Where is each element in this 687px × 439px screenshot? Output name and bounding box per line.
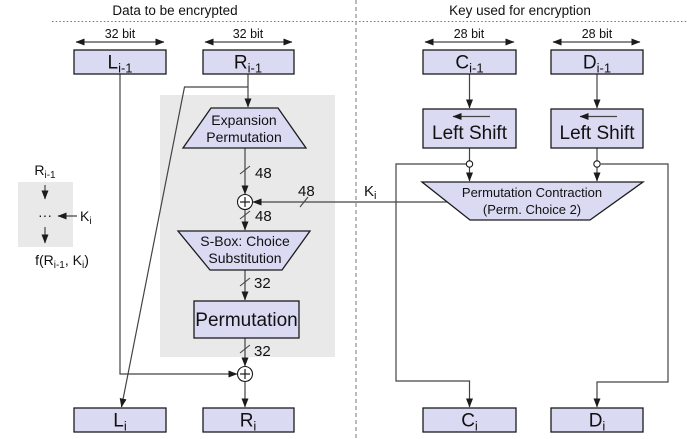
bus-slash-xor-out (239, 210, 251, 220)
permutation-contraction-block (420, 181, 646, 221)
header-right: Key used for encryption (449, 3, 591, 18)
bitwidth-label-d: 28 bit (582, 27, 613, 41)
bus-label-key-in: 48 (298, 183, 315, 200)
bus-label-permutation-out: 32 (254, 343, 271, 360)
wire-lprev-to-xor2 (119, 74, 238, 378)
legend-dots: ··· (38, 207, 52, 223)
legend-output-label: f(Ri-1, Ki) (35, 252, 89, 271)
branch-dot-c (465, 160, 474, 168)
register-lprev-label: Li-1 (107, 53, 132, 76)
bus-slash-key-in (299, 196, 309, 208)
left-shift-c-label: Left Shift (432, 123, 508, 144)
expansion-label-line1: Expansion (211, 112, 276, 128)
left-shift-d-block (550, 108, 644, 149)
xor2-icon (236, 365, 254, 383)
wire-rprev-to-lnext (119, 86, 248, 408)
legend-key-label: Ki (80, 208, 92, 227)
register-rnext-label: Ri (240, 411, 257, 434)
xor1-icon (236, 193, 254, 211)
subkey-label: Ki (364, 183, 376, 202)
bus-slash-permutation-out (239, 344, 251, 354)
legend-input-label: Ri-1 (34, 162, 56, 181)
left-shift-d-label: Left Shift (560, 123, 636, 144)
register-dprev-label: Di-1 (583, 53, 611, 76)
expansion-label-line2: Permutation (206, 129, 281, 145)
branch-dot-d (593, 160, 601, 168)
perm-contraction-label-line1: Permutation Contraction (462, 185, 602, 200)
sbox-label-line2: Substitution (208, 250, 281, 266)
expansion-permutation-block (181, 107, 308, 149)
register-dnext-box (550, 407, 644, 433)
register-cprev-box (422, 49, 517, 75)
register-dnext-label: Di (589, 411, 606, 434)
bus-label-sbox-out: 32 (254, 275, 271, 292)
register-lprev-box (73, 49, 167, 75)
bus-slash-sbox-out (239, 277, 251, 287)
bus-label-xor-out: 48 (255, 208, 272, 225)
bitwidth-label-r: 32 bit (233, 27, 264, 41)
sbox-label-line1: S-Box: Choice (200, 233, 290, 249)
bitwidth-label-c: 28 bit (454, 27, 485, 41)
perm-contraction-label-line2: (Perm. Choice 2) (483, 202, 581, 217)
register-lnext-box (73, 407, 167, 433)
wire-loop-to-dnext (593, 163, 669, 408)
register-rprev-label: Ri-1 (234, 53, 262, 76)
permutation-label: Permutation (195, 310, 297, 331)
bitwidth-label-l: 32 bit (105, 27, 136, 41)
register-cnext-box (422, 407, 517, 433)
bus-label-expansion-out: 48 (255, 165, 272, 182)
register-rnext-box (202, 407, 295, 433)
register-dprev-box (550, 49, 644, 75)
header-left: Data to be encrypted (112, 3, 237, 18)
sbox-block (176, 230, 312, 271)
register-rprev-box (202, 49, 295, 75)
left-shift-c-block (422, 108, 517, 149)
register-cnext-label: Ci (461, 411, 478, 434)
register-lnext-label: Li (113, 411, 127, 434)
permutation-block (193, 300, 300, 339)
bus-slash-expansion-out (239, 165, 251, 175)
wire-loop-to-cnext (395, 163, 473, 408)
register-cprev-label: Ci-1 (455, 53, 483, 76)
